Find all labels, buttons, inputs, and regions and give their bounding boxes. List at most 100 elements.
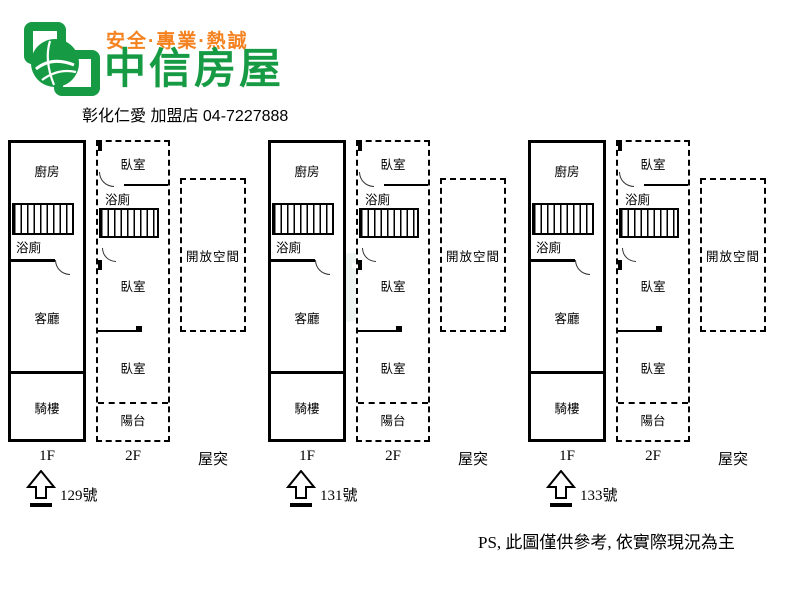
- floor-label-2f: 2F: [645, 448, 661, 464]
- room-label-arcade: 騎樓: [554, 402, 580, 416]
- logo-brand: 中信房屋: [104, 45, 285, 92]
- room-label-balcony: 陽台: [640, 414, 666, 428]
- door-jamb: [358, 260, 362, 270]
- door-jamb: [618, 260, 622, 270]
- door-jamb: [136, 326, 142, 332]
- room-label-balcony: 陽台: [120, 414, 146, 428]
- room-label-bedroom: 臥室: [380, 158, 406, 172]
- floor-label-1f: 1F: [39, 448, 55, 464]
- wall-line: [124, 184, 168, 186]
- wall-line: [531, 259, 575, 262]
- floor-label-roof: 屋突: [197, 452, 228, 468]
- unit-group-133: 廚房 浴廁 客廳 騎樓 臥室 浴廁 臥室 臥室 陽台 開放空間: [528, 140, 773, 540]
- room-label-bath: 浴廁: [536, 241, 562, 255]
- room-label-living: 客廳: [34, 312, 60, 326]
- stairs-icon: [12, 203, 74, 235]
- wall-line: [384, 184, 428, 186]
- floor-label-2f: 2F: [385, 448, 401, 464]
- floorplan-roof: 開放空間: [440, 178, 506, 332]
- floorplan-1f: 廚房 浴廁 客廳 騎樓: [268, 140, 346, 442]
- up-arrow-icon: [546, 470, 576, 507]
- room-label-bedroom: 臥室: [120, 362, 146, 376]
- logo-branch-info: 彰化仁愛 加盟店 04-7227888: [82, 108, 289, 125]
- room-label-bath: 浴廁: [276, 241, 302, 255]
- stairs-icon: [359, 208, 419, 238]
- room-label-bath: 浴廁: [16, 241, 42, 255]
- room-label-open-space: 開放空間: [705, 249, 760, 264]
- stairs-icon: [619, 208, 679, 238]
- floorplan-1f: 廚房 浴廁 客廳 騎樓: [528, 140, 606, 442]
- unit-group-129: 廚房 浴廁 客廳 騎樓 臥室 浴廁 臥室 臥室 陽台 開放空間: [8, 140, 253, 540]
- up-arrow-icon: [26, 470, 56, 507]
- balcony-divider: [358, 402, 428, 404]
- wall-line: [531, 371, 603, 374]
- room-label-bath: 浴廁: [625, 193, 651, 207]
- room-label-bath: 浴廁: [365, 193, 391, 207]
- floorplan-roof: 開放空間: [180, 178, 246, 332]
- room-label-bedroom: 臥室: [640, 158, 666, 172]
- footnote: PS, 此圖僅供參考, 依實際現況為主: [478, 533, 735, 552]
- unit-group-131: 廚房 浴廁 客廳 騎樓 臥室 浴廁 臥室 臥室 陽台 開放空間: [268, 140, 513, 540]
- wall-line: [358, 330, 396, 332]
- wall-line: [271, 259, 315, 262]
- door-arc-icon: [575, 260, 590, 275]
- door-jamb: [656, 326, 662, 332]
- wall-line: [11, 371, 83, 374]
- floor-label-roof: 屋突: [457, 452, 488, 468]
- door-arc-icon: [55, 260, 70, 275]
- door-jamb: [98, 142, 102, 151]
- floor-label-1f: 1F: [299, 448, 315, 464]
- wall-line: [98, 330, 136, 332]
- wall-line: [644, 184, 688, 186]
- floor-label-1f: 1F: [559, 448, 575, 464]
- room-label-bedroom: 臥室: [120, 280, 146, 294]
- room-label-living: 客廳: [554, 312, 580, 326]
- door-jamb: [358, 142, 362, 151]
- door-jamb: [396, 326, 402, 332]
- brand-logo-icon: [24, 16, 104, 110]
- room-label-bedroom: 臥室: [380, 362, 406, 376]
- room-label-living: 客廳: [294, 312, 320, 326]
- door-arc-icon: [359, 172, 374, 187]
- stairs-icon: [532, 203, 594, 235]
- up-arrow-icon: [286, 470, 316, 507]
- room-label-bedroom: 臥室: [380, 280, 406, 294]
- door-jamb: [98, 260, 102, 270]
- door-arc-icon: [619, 172, 634, 187]
- room-label-bedroom: 臥室: [640, 280, 666, 294]
- unit-number: 133號: [580, 488, 618, 504]
- room-label-kitchen: 廚房: [34, 165, 60, 179]
- door-jamb: [618, 142, 622, 151]
- room-label-open-space: 開放空間: [445, 249, 500, 264]
- floorplan-2f: 臥室 浴廁 臥室 臥室 陽台: [356, 140, 430, 442]
- floorplan-2f: 臥室 浴廁 臥室 臥室 陽台: [616, 140, 690, 442]
- floor-label-roof: 屋突: [717, 452, 748, 468]
- wall-line: [271, 371, 343, 374]
- stairs-icon: [272, 203, 334, 235]
- unit-number: 131號: [320, 488, 358, 504]
- room-label-bedroom: 臥室: [640, 362, 666, 376]
- door-arc-icon: [315, 260, 330, 275]
- balcony-divider: [618, 402, 688, 404]
- room-label-balcony: 陽台: [380, 414, 406, 428]
- room-label-bedroom: 臥室: [120, 158, 146, 172]
- floorplan-2f: 臥室 浴廁 臥室 臥室 陽台: [96, 140, 170, 442]
- door-arc-icon: [99, 172, 114, 187]
- balcony-divider: [98, 402, 168, 404]
- door-arc-icon: [622, 248, 636, 262]
- stairs-icon: [99, 208, 159, 238]
- room-label-open-space: 開放空間: [185, 249, 240, 264]
- wall-line: [618, 330, 656, 332]
- globe-icon: [31, 39, 79, 87]
- room-label-bath: 浴廁: [105, 193, 131, 207]
- room-label-arcade: 騎樓: [34, 402, 60, 416]
- logo: 安全·專業·熱誠 中信房屋 彰化仁愛 加盟店 04-7227888: [24, 14, 364, 125]
- door-arc-icon: [362, 248, 376, 262]
- unit-number: 129號: [60, 488, 98, 504]
- room-label-arcade: 騎樓: [294, 402, 320, 416]
- door-arc-icon: [102, 248, 116, 262]
- floorplan-roof: 開放空間: [700, 178, 766, 332]
- floorplan-1f: 廚房 浴廁 客廳 騎樓: [8, 140, 86, 442]
- wall-line: [11, 259, 55, 262]
